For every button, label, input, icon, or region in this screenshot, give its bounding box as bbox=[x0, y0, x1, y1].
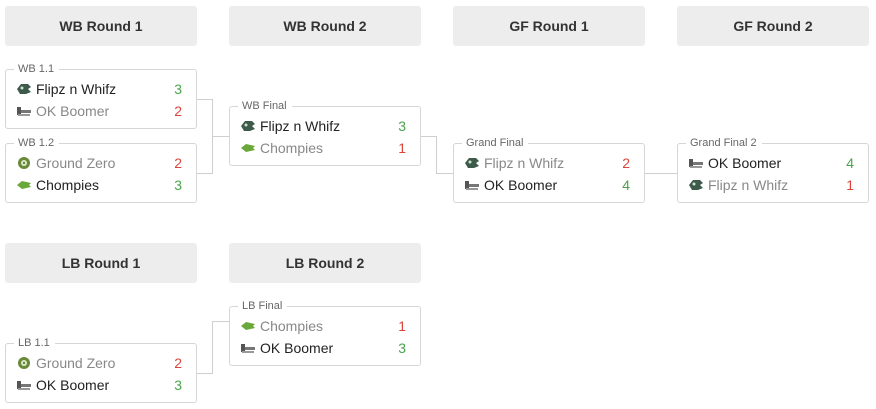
team-score: 1 bbox=[398, 318, 406, 334]
team-row[interactable]: Chompies 1 bbox=[240, 138, 406, 158]
team-name: OK Boomer bbox=[36, 377, 110, 393]
team-name: Ground Zero bbox=[36, 155, 116, 171]
flipz-logo-icon bbox=[16, 82, 32, 96]
connector bbox=[197, 99, 213, 100]
chompies-logo-icon bbox=[16, 178, 32, 192]
header-gf-round-2: GF Round 2 bbox=[677, 6, 869, 46]
header-label: LB Round 1 bbox=[61, 255, 141, 271]
connector bbox=[436, 136, 437, 174]
connector bbox=[645, 173, 678, 174]
connector bbox=[197, 373, 213, 374]
team-score: 3 bbox=[174, 377, 182, 393]
header-label: WB Round 2 bbox=[283, 18, 367, 34]
team-score: 2 bbox=[174, 103, 182, 119]
team-name: OK Boomer bbox=[484, 177, 558, 193]
connector bbox=[212, 136, 230, 137]
team-score: 2 bbox=[622, 155, 630, 171]
match-label: LB Final bbox=[238, 299, 288, 313]
team-score: 4 bbox=[846, 155, 854, 171]
flipz-logo-icon bbox=[240, 119, 256, 133]
team-row[interactable]: Chompies 1 bbox=[240, 316, 406, 336]
connector bbox=[421, 136, 437, 137]
match-grand-final-2[interactable]: Grand Final 2 OK Boomer 4 Flipz n Whifz … bbox=[677, 136, 869, 203]
team-name: Chompies bbox=[260, 318, 324, 334]
ok-boomer-logo-icon bbox=[16, 378, 32, 392]
match-label: WB 1.1 bbox=[14, 62, 60, 76]
connector bbox=[212, 321, 213, 374]
match-label: LB 1.1 bbox=[14, 336, 55, 350]
team-name: OK Boomer bbox=[36, 103, 110, 119]
header-label: WB Round 1 bbox=[59, 18, 143, 34]
team-name: Flipz n Whifz bbox=[260, 118, 341, 134]
match-label: WB 1.2 bbox=[14, 136, 60, 150]
match-grand-final[interactable]: Grand Final Flipz n Whifz 2 OK Boomer 4 bbox=[453, 136, 645, 203]
team-score: 4 bbox=[622, 177, 630, 193]
header-lb-round-1: LB Round 1 bbox=[5, 243, 197, 283]
team-row[interactable]: OK Boomer 4 bbox=[464, 175, 630, 195]
team-name: Flipz n Whifz bbox=[36, 81, 117, 97]
team-score: 2 bbox=[174, 355, 182, 371]
match-lb-final[interactable]: LB Final Chompies 1 OK Boomer 3 bbox=[229, 299, 421, 366]
team-name: OK Boomer bbox=[260, 340, 334, 356]
connector bbox=[212, 321, 230, 322]
match-label: WB Final bbox=[238, 99, 292, 113]
team-row[interactable]: OK Boomer 4 bbox=[688, 153, 854, 173]
team-score: 3 bbox=[398, 118, 406, 134]
team-row[interactable]: Flipz n Whifz 1 bbox=[688, 175, 854, 195]
team-name: Ground Zero bbox=[36, 355, 116, 371]
team-score: 3 bbox=[174, 177, 182, 193]
header-lb-round-2: LB Round 2 bbox=[229, 243, 421, 283]
team-row[interactable]: Flipz n Whifz 2 bbox=[464, 153, 630, 173]
flipz-logo-icon bbox=[464, 156, 480, 170]
team-name: OK Boomer bbox=[708, 155, 782, 171]
team-score: 3 bbox=[398, 340, 406, 356]
team-row[interactable]: Ground Zero 2 bbox=[16, 353, 182, 373]
team-row[interactable]: Ground Zero 2 bbox=[16, 153, 182, 173]
header-gf-round-1: GF Round 1 bbox=[453, 6, 645, 46]
ok-boomer-logo-icon bbox=[240, 341, 256, 355]
team-row[interactable]: Flipz n Whifz 3 bbox=[16, 79, 182, 99]
team-row[interactable]: OK Boomer 3 bbox=[16, 375, 182, 395]
chompies-logo-icon bbox=[240, 319, 256, 333]
ground-zero-logo-icon bbox=[16, 356, 32, 370]
team-name: Flipz n Whifz bbox=[484, 155, 565, 171]
team-score: 1 bbox=[398, 140, 406, 156]
match-label: Grand Final 2 bbox=[686, 136, 762, 150]
team-score: 2 bbox=[174, 155, 182, 171]
header-label: GF Round 1 bbox=[509, 18, 589, 34]
flipz-logo-icon bbox=[688, 178, 704, 192]
team-row[interactable]: Flipz n Whifz 3 bbox=[240, 116, 406, 136]
connector bbox=[436, 173, 454, 174]
match-label: Grand Final bbox=[462, 136, 529, 150]
ok-boomer-logo-icon bbox=[16, 104, 32, 118]
team-score: 1 bbox=[846, 177, 854, 193]
header-wb-round-1: WB Round 1 bbox=[5, 6, 197, 46]
match-wb-1-2[interactable]: WB 1.2 Ground Zero 2 Chompies 3 bbox=[5, 136, 197, 203]
chompies-logo-icon bbox=[240, 141, 256, 155]
connector bbox=[197, 173, 213, 174]
team-row[interactable]: Chompies 3 bbox=[16, 175, 182, 195]
team-row[interactable]: OK Boomer 2 bbox=[16, 101, 182, 121]
match-wb-final[interactable]: WB Final Flipz n Whifz 3 Chompies 1 bbox=[229, 99, 421, 166]
match-lb-1-1[interactable]: LB 1.1 Ground Zero 2 OK Boomer 3 bbox=[5, 336, 197, 403]
header-label: LB Round 2 bbox=[285, 255, 365, 271]
team-name: Chompies bbox=[260, 140, 324, 156]
header-wb-round-2: WB Round 2 bbox=[229, 6, 421, 46]
ok-boomer-logo-icon bbox=[464, 178, 480, 192]
ok-boomer-logo-icon bbox=[688, 156, 704, 170]
team-name: Flipz n Whifz bbox=[708, 177, 789, 193]
team-name: Chompies bbox=[36, 177, 100, 193]
ground-zero-logo-icon bbox=[16, 156, 32, 170]
team-score: 3 bbox=[174, 81, 182, 97]
team-row[interactable]: OK Boomer 3 bbox=[240, 338, 406, 358]
header-label: GF Round 2 bbox=[733, 18, 813, 34]
match-wb-1-1[interactable]: WB 1.1 Flipz n Whifz 3 OK Boomer 2 bbox=[5, 62, 197, 129]
